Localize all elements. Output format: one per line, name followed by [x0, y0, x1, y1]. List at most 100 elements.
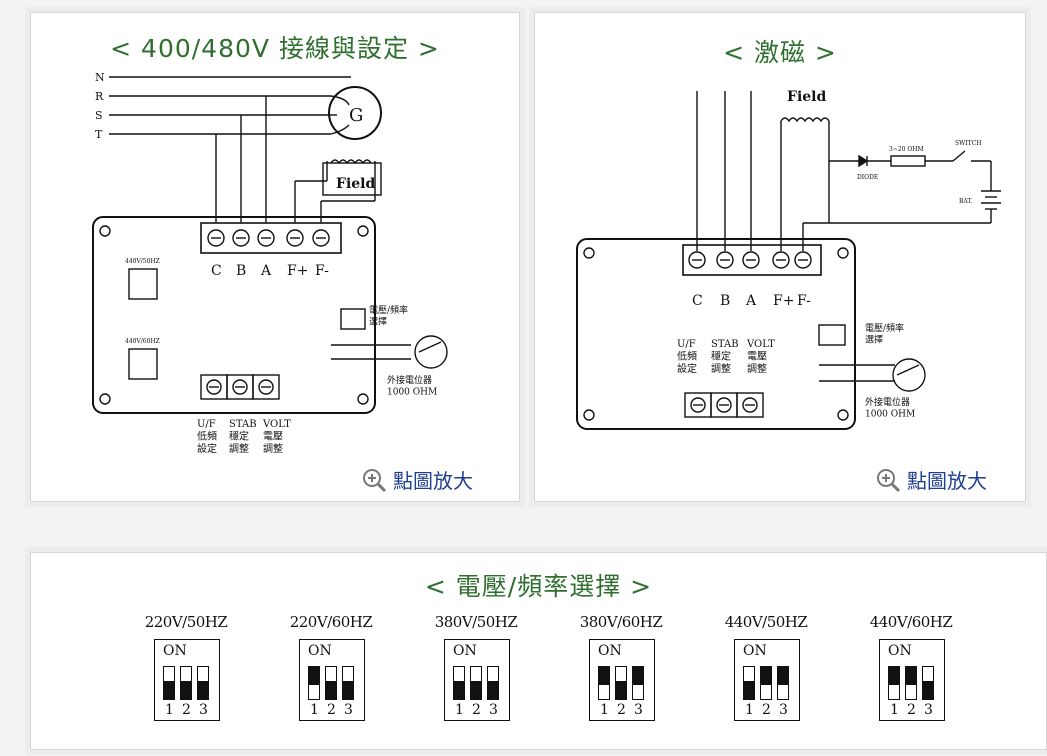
dip-on-label: ON: [308, 643, 332, 659]
small-dip-label: 440V/60HZ: [125, 338, 160, 345]
field-label: Field: [336, 176, 375, 192]
dip-switch-knob: [599, 667, 609, 685]
dip-title: < 電壓/頻率選擇 >: [424, 572, 653, 601]
zoom-label: 點圖放大: [393, 469, 473, 493]
dip-switch-number: 1: [600, 702, 609, 718]
dip-switch-knob: [454, 681, 464, 699]
excitation-title: < 激磁 >: [723, 38, 837, 67]
dip-setting-label: 220V/60HZ: [289, 613, 373, 631]
dip-switch: [342, 666, 354, 700]
dip-switch-knob: [906, 667, 916, 685]
dip-switch-knob: [633, 667, 643, 685]
dip-switch-number: 3: [199, 702, 208, 718]
dip-switch-number: 2: [182, 702, 191, 718]
diode-label: DIODE: [857, 174, 878, 181]
dip-switch: [453, 666, 465, 700]
dip-switch-number: 2: [762, 702, 771, 718]
excitation-panel: < 激磁 >: [534, 12, 1026, 502]
dip-switch: [180, 666, 192, 700]
dip-switch: [470, 666, 482, 700]
dip-switch-number: 2: [472, 702, 481, 718]
battery-label: BAT.: [959, 198, 973, 205]
terminal-label: F-: [797, 293, 811, 309]
dip-switch-number: 2: [617, 702, 626, 718]
dip-switch-number: 2: [327, 702, 336, 718]
dip-switch-number: 1: [890, 702, 899, 718]
dip-switch: [615, 666, 627, 700]
dip-switch-number: 3: [634, 702, 643, 718]
wiring-panel: < 400/480V 接線與設定 >: [30, 12, 520, 502]
dip-switch: [905, 666, 917, 700]
excitation-diagram: Field 3~20 OHM SWITCH DIODE BAT. C B A F…: [576, 89, 1001, 430]
dip-on-label: ON: [163, 643, 187, 659]
dip-switch-number: 3: [924, 702, 933, 718]
dip-switch: [325, 666, 337, 700]
zoom-link[interactable]: 點圖放大: [361, 465, 473, 494]
dip-switch-number: 2: [907, 702, 916, 718]
dip-switch-number: 3: [489, 702, 498, 718]
line-label: N: [95, 71, 105, 84]
dip-on-label: ON: [453, 643, 477, 659]
dip-switch-number: 3: [344, 702, 353, 718]
dip-switch: [197, 666, 209, 700]
dip-on-label: ON: [743, 643, 767, 659]
dip-switch-number: 1: [745, 702, 754, 718]
line-label: R: [95, 90, 104, 103]
dip-switch-knob: [181, 681, 191, 699]
wiring-diagram: N R S T G Field C B A F+ F- 440V/50HZ 44…: [92, 71, 448, 455]
terminal-label: A: [745, 293, 757, 309]
dip-switch-knob: [198, 681, 208, 699]
zoom-link[interactable]: 點圖放大: [875, 465, 987, 494]
magnifier-plus-icon: [877, 468, 901, 492]
dip-switch: [308, 666, 320, 700]
dip-setting-label: 440V/60HZ: [869, 613, 953, 631]
dip-setting-label: 380V/60HZ: [579, 613, 663, 631]
dip-switch: [743, 666, 755, 700]
terminal-label: F+: [287, 263, 308, 279]
switch-label: SWITCH: [955, 140, 981, 147]
selector-label: 電壓/頻率選擇: [369, 304, 408, 327]
resistor-label: 3~20 OHM: [889, 146, 924, 153]
dip-switch-knob: [923, 681, 933, 699]
dip-setting-label: 440V/50HZ: [724, 613, 808, 631]
dip-switch-number: 3: [779, 702, 788, 718]
small-dip-label: 440V/50HZ: [125, 258, 160, 265]
dip-switch: [888, 666, 900, 700]
terminal-label: A: [260, 263, 272, 279]
zoom-label: 點圖放大: [907, 469, 987, 493]
dip-switch-knob: [889, 667, 899, 685]
dip-switch-knob: [471, 681, 481, 699]
dip-switch: [922, 666, 934, 700]
generator-symbol: G: [349, 105, 363, 126]
dip-switch-number: 1: [165, 702, 174, 718]
dip-switch-knob: [488, 681, 498, 699]
dip-switch: [598, 666, 610, 700]
wiring-title: < 400/480V 接線與設定 >: [110, 34, 440, 63]
dip-switch: [632, 666, 644, 700]
dip-on-label: ON: [888, 643, 912, 659]
dip-setting-label: 220V/50HZ: [144, 613, 228, 631]
dip-setting-label: 380V/50HZ: [434, 613, 518, 631]
dip-switch-knob: [616, 681, 626, 699]
dip-switch: [163, 666, 175, 700]
